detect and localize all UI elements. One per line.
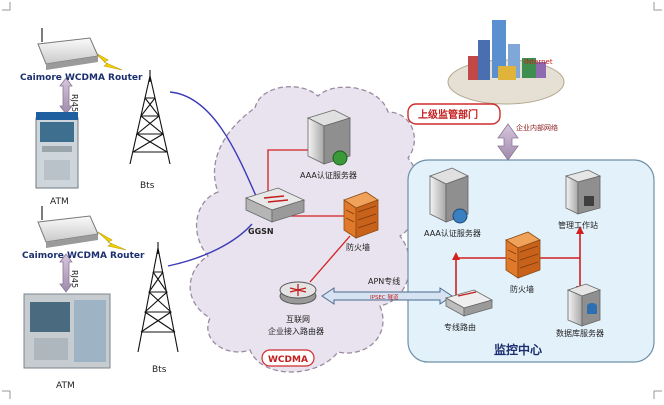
internet-label: INternet (524, 58, 553, 66)
router-label-line1: 互联网 (286, 315, 310, 324)
wcdma-badge-box (261, 349, 315, 367)
internet-city (447, 20, 565, 105)
bts-label-bottom: Bts (152, 365, 167, 375)
rj45-label-top: RJ45 (70, 94, 79, 112)
internet-router (279, 281, 317, 305)
atm-machine-bottom (23, 293, 111, 369)
ggsn-switch (244, 187, 306, 223)
bts-tower-bottom (137, 242, 179, 353)
apn-label: APN专线 (368, 276, 400, 286)
workstation-label: 管理工作站 (558, 220, 598, 230)
center-links (455, 232, 581, 300)
ipsec-label: IPSEC 隧道 (370, 293, 399, 301)
aaa-server-cloud (306, 109, 352, 166)
wcdma-badge-text: WCDMA (268, 355, 308, 365)
firewall-label-center: 防火墙 (510, 284, 534, 294)
aaa-label-cloud: AAA认证服务器 (300, 170, 357, 180)
intranet-label: 企业内部网络 (516, 123, 558, 132)
firewall-center (505, 231, 541, 279)
aaa-server-center (428, 167, 470, 224)
link-bts-top-ggsn (169, 91, 257, 197)
db-server (566, 283, 602, 327)
dedicated-router-label: 专线路由 (444, 322, 476, 332)
bts-tower-top (129, 70, 171, 165)
wireless-bolt-bottom (97, 231, 127, 251)
firewall-label-cloud: 防火墙 (346, 242, 370, 252)
ggsn-label: GGSN (248, 227, 274, 236)
supervisor-label: 上级监管部门 (418, 108, 478, 121)
wcdma-cloud (189, 86, 421, 373)
bts-label-top: Bts (140, 181, 155, 191)
atm-bottom-arrow (59, 253, 73, 293)
link-firewall-router (309, 235, 351, 283)
firewall-cloud (343, 191, 379, 239)
link-ggsn-aaa (267, 149, 318, 198)
rj45-label-bottom: RJ45 (70, 270, 79, 288)
atm-label-bottom: ATM (56, 381, 75, 391)
router-label-top: Caimore WCDMA Router (20, 73, 143, 83)
monitor-center-title: 监控中心 (494, 342, 542, 357)
atm-label-top: ATM (50, 197, 69, 207)
router-device-bottom (37, 206, 99, 248)
wireless-bolt-top (93, 51, 123, 71)
atm-machine-top (35, 112, 79, 189)
link-bts-bottom-ggsn (167, 223, 253, 267)
router-device-top (37, 28, 99, 70)
intranet-arrow (497, 123, 519, 161)
aaa-label-center: AAA认证服务器 (424, 228, 481, 238)
router-label-line2: 企业接入路由器 (268, 326, 324, 336)
supervisor-box (407, 103, 501, 125)
router-label-bottom: Caimore WCDMA Router (22, 251, 145, 261)
frame-corners (2, 2, 662, 399)
dedicated-router (444, 289, 494, 317)
db-server-label: 数据库服务器 (556, 328, 604, 338)
workstation-pc (564, 169, 602, 215)
